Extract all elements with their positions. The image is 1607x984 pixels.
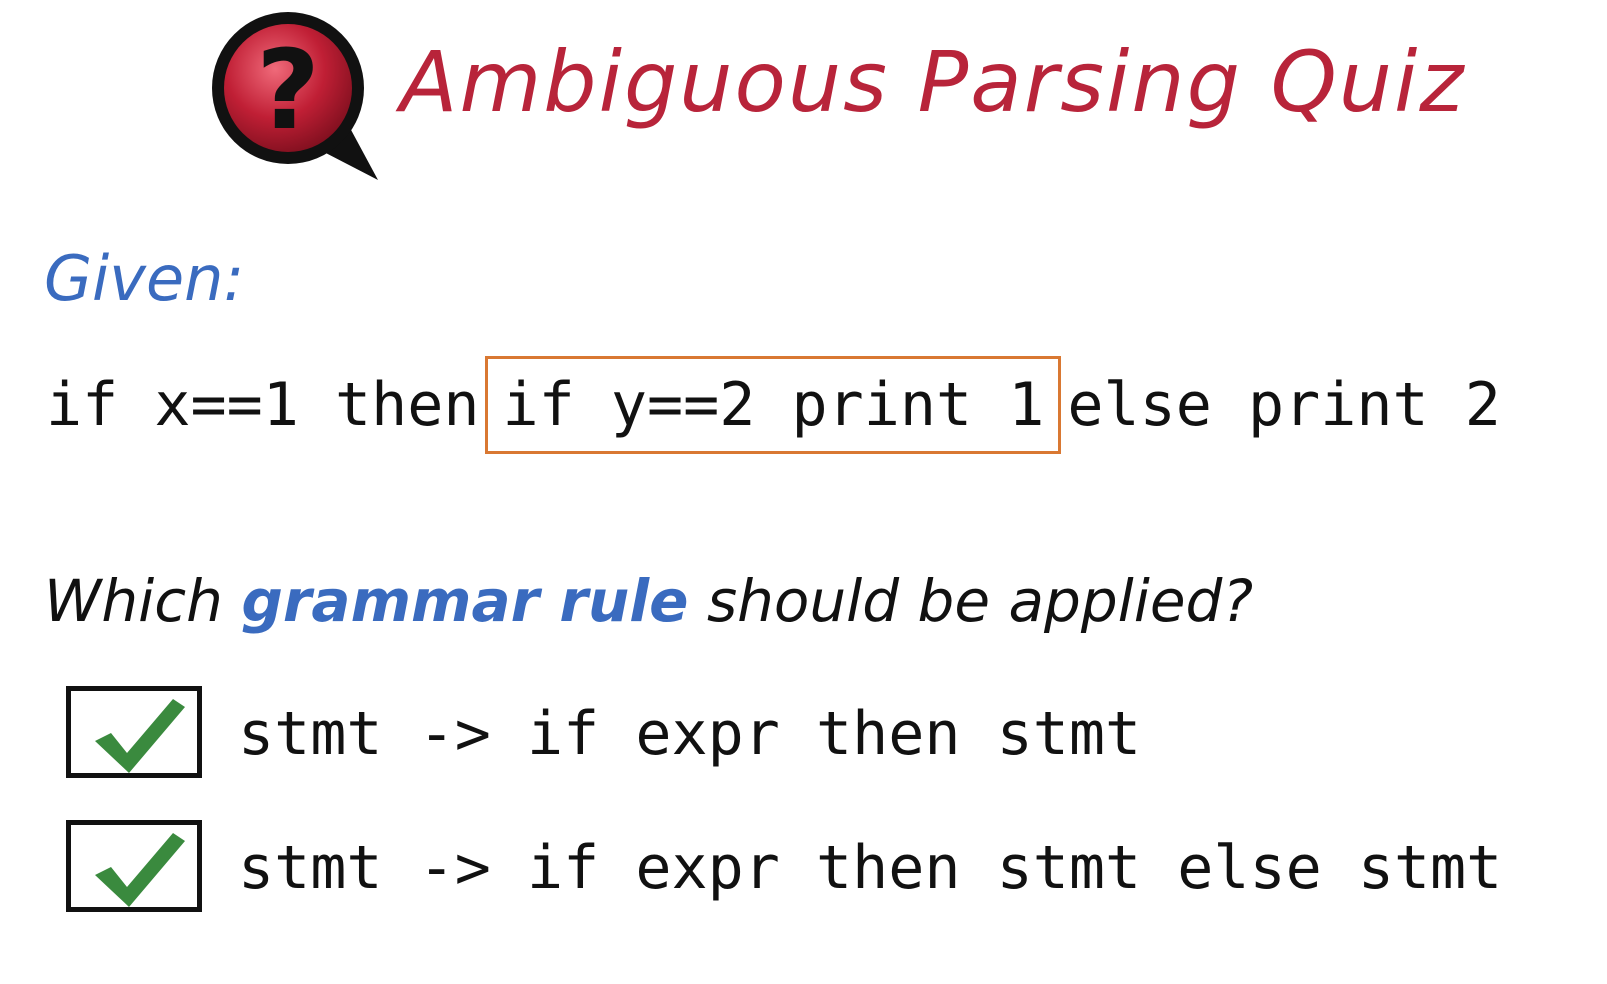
question-emphasis: grammar rule bbox=[241, 567, 689, 635]
option-2-checkbox[interactable] bbox=[66, 820, 202, 912]
option-1-checkbox[interactable] bbox=[66, 686, 202, 778]
title-row: ? Ambiguous Parsing Quiz bbox=[210, 10, 1510, 185]
question-suffix: should be applied? bbox=[706, 567, 1254, 635]
option-1-text: stmt -> if expr then stmt bbox=[238, 699, 1142, 769]
question-speech-bubble-icon: ? bbox=[210, 10, 385, 185]
page-title: Ambiguous Parsing Quiz bbox=[400, 33, 1466, 131]
checkmark-icon bbox=[95, 833, 185, 907]
option-2: stmt -> if expr then stmt else stmt bbox=[66, 820, 1566, 920]
code-after: else print 2 bbox=[1067, 370, 1501, 440]
given-code: if x==1 then if y==2 print 1 else print 2 bbox=[46, 356, 1501, 454]
checkmark-icon bbox=[95, 699, 185, 773]
question-prefix: Which bbox=[44, 567, 223, 635]
highlighted-code-text: if y==2 print 1 bbox=[502, 370, 1045, 440]
option-1: stmt -> if expr then stmt bbox=[66, 686, 1566, 786]
question-text: Which grammar rule should be applied? bbox=[44, 572, 1253, 630]
option-2-text: stmt -> if expr then stmt else stmt bbox=[238, 833, 1503, 903]
given-label: Given: bbox=[44, 242, 245, 315]
code-before: if x==1 then bbox=[46, 370, 480, 440]
svg-text:?: ? bbox=[256, 26, 320, 154]
highlighted-code: if y==2 print 1 bbox=[485, 356, 1062, 454]
